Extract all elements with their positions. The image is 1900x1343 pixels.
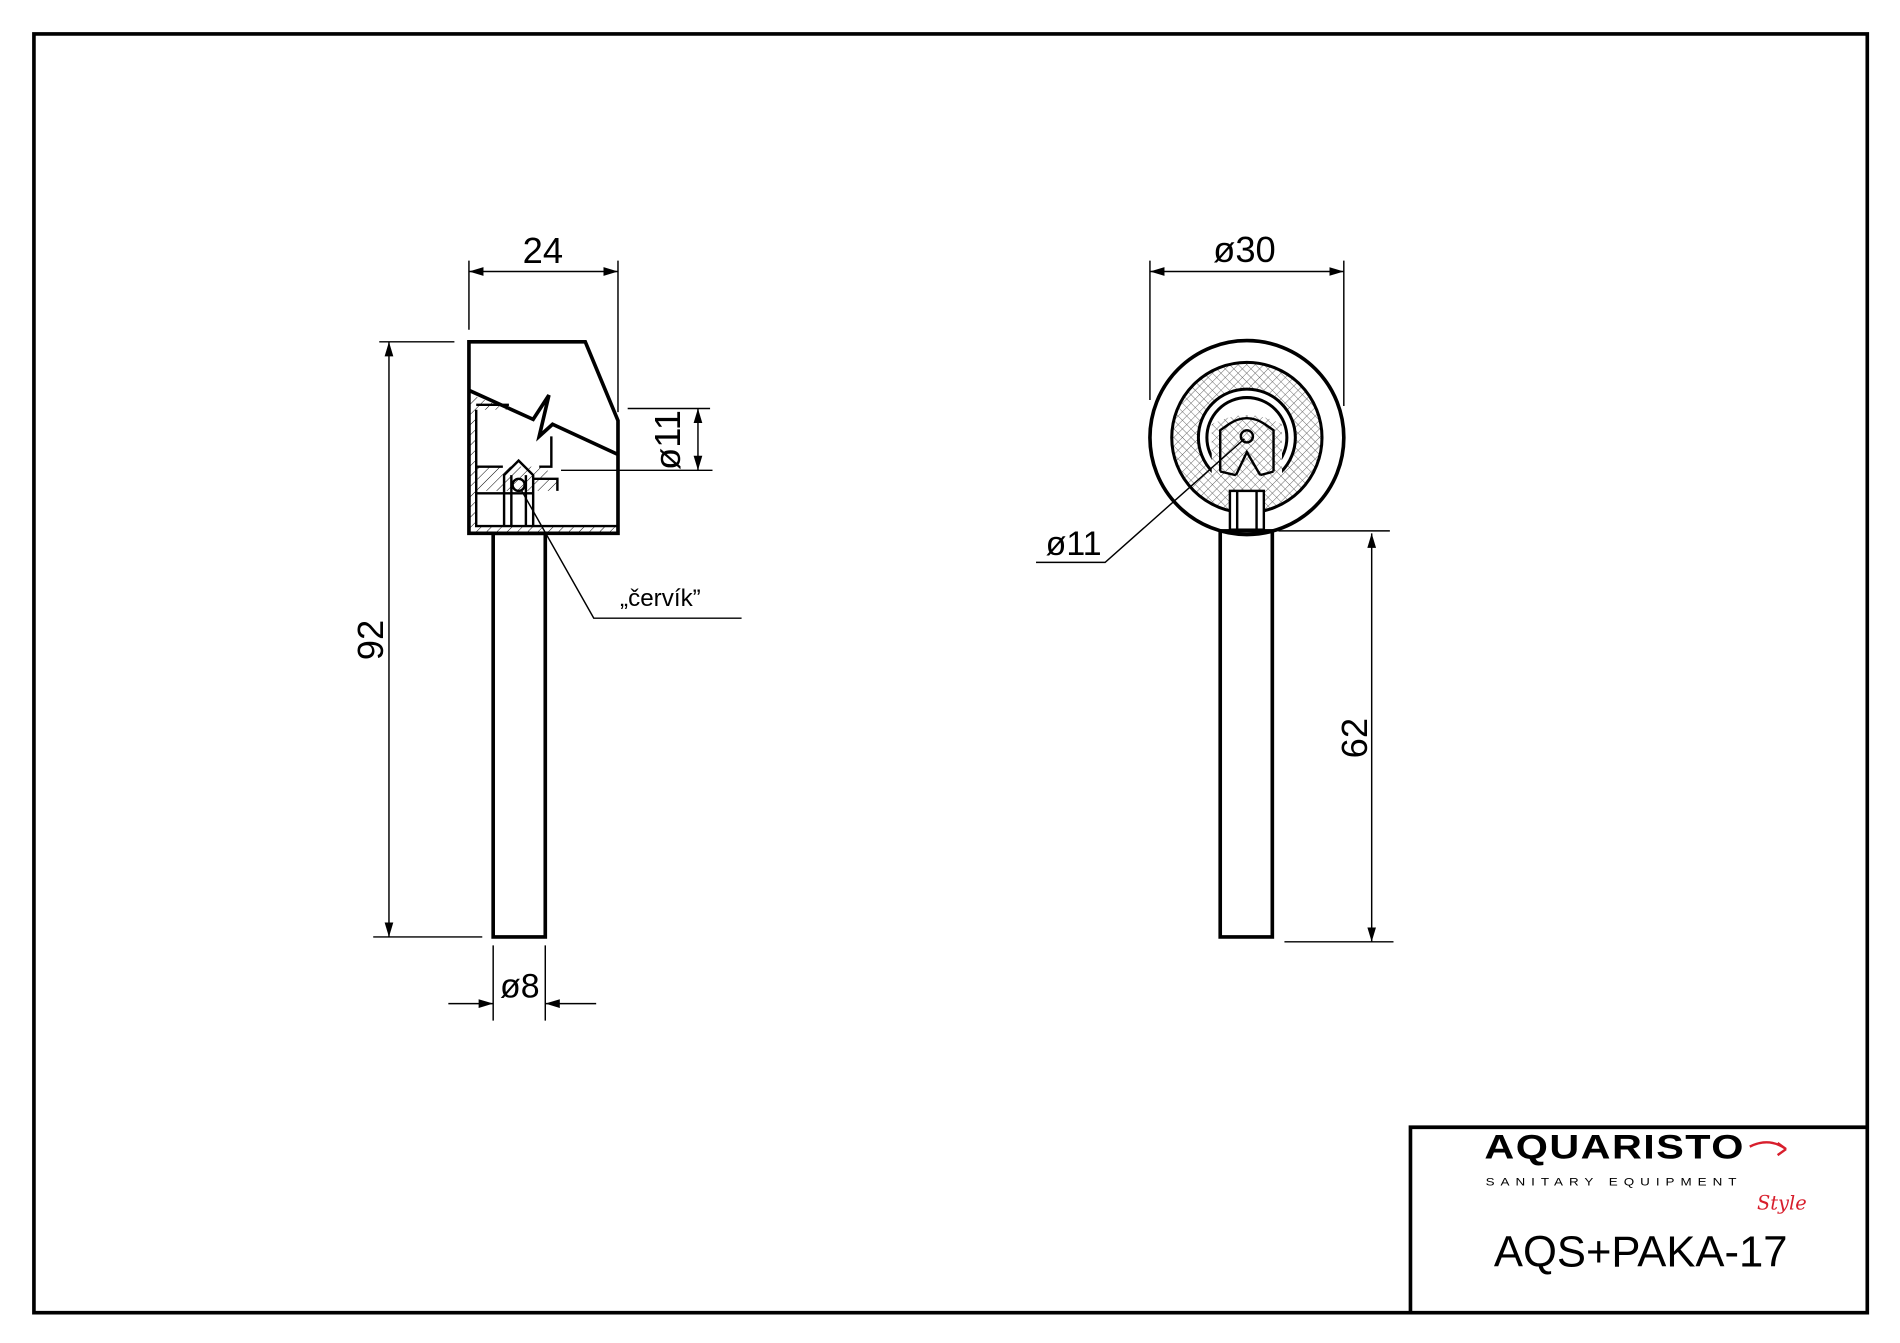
set-screw (502, 458, 535, 527)
hatched-wall (468, 393, 618, 534)
knob-outer (1148, 338, 1346, 537)
sheet-border (32, 32, 1870, 1315)
stem-slot (1228, 489, 1266, 531)
dim-shaft: ø8 (500, 968, 540, 1006)
side-view: 24 92 ø11 ø8 „červík” (350, 230, 742, 1021)
logo-sub: SANITARY EQUIPMENT (1486, 1176, 1743, 1188)
logo-brand: AQUARISTO (1484, 1129, 1745, 1167)
set-screw-hole (511, 477, 526, 493)
dim-width: 24 (523, 230, 563, 271)
aquaristo-logo: AQUARISTO SANITARY EQUIPMENT Style (1484, 1129, 1806, 1215)
dim-shaft-length: 62 (1334, 718, 1375, 758)
part-number: AQS+PAKA-17 (1494, 1229, 1788, 1277)
shaft (491, 531, 548, 939)
dim-diameter: ø30 (1213, 229, 1276, 270)
bore-profile (1211, 415, 1283, 504)
shaft (1218, 529, 1275, 939)
dim-bore: ø11 (1046, 525, 1102, 563)
front-view: ø30 ø11 62 (1036, 229, 1394, 943)
dim-height: 92 (350, 620, 391, 660)
title-block: AQUARISTO SANITARY EQUIPMENT Style AQS+P… (1408, 1125, 1868, 1313)
logo-style: Style (1757, 1192, 1807, 1215)
break-line (468, 388, 619, 457)
set-screw-label: „červík” (620, 585, 701, 612)
head-outline (467, 339, 620, 536)
dim-bore: ø11 (647, 410, 688, 470)
